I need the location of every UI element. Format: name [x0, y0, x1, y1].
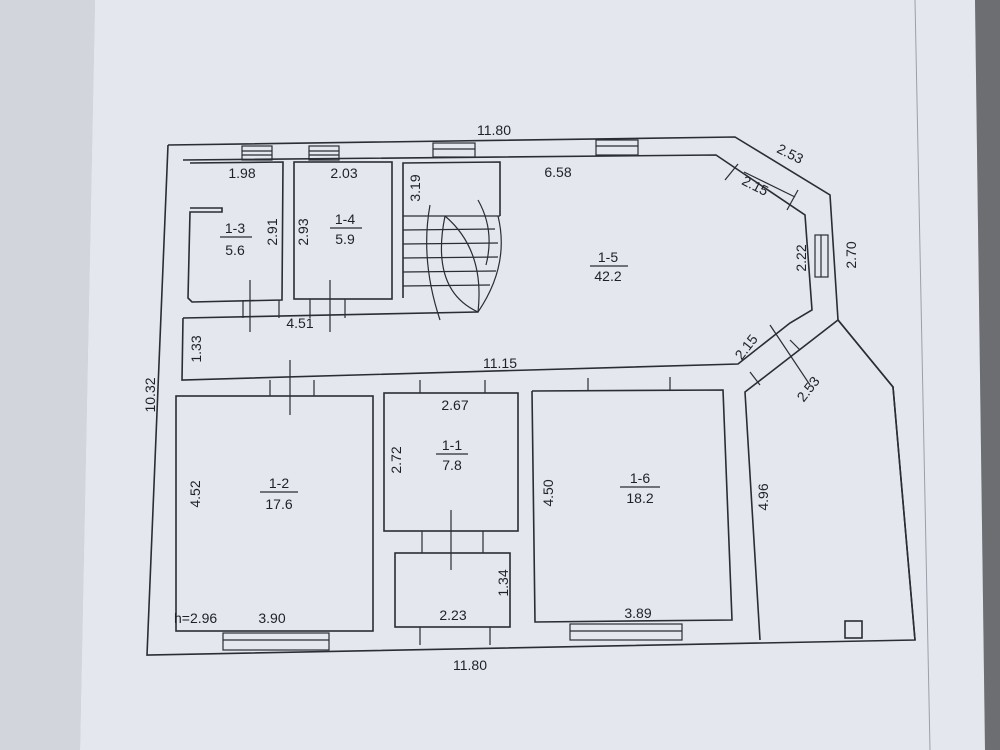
room-area: 42.2 [594, 268, 621, 284]
dim-corridor-width: 4.51 [286, 315, 313, 331]
room-id: 1-1 [442, 437, 462, 453]
room-area: 5.6 [225, 242, 245, 258]
staircase [402, 199, 502, 321]
dim-bay-inner-2: 2.22 [793, 244, 809, 271]
dim-top: 11.80 [477, 122, 511, 138]
dim-east-height: 4.96 [755, 483, 771, 510]
dim-1-6-width: 3.89 [624, 605, 651, 621]
dim-small-height: 1.34 [495, 569, 511, 596]
dim-corridor-height: 1.33 [188, 335, 204, 362]
walls [146, 136, 916, 656]
dim-stair: 3.19 [407, 174, 423, 201]
room-id: 1-6 [630, 470, 650, 486]
ceiling-height: h=2.96 [174, 610, 217, 626]
dim-1-4-height: 2.93 [295, 218, 311, 245]
paper-sheet [80, 0, 985, 750]
dim-bottom: 11.80 [453, 657, 487, 673]
windows-and-doors [222, 139, 829, 651]
room-id: 1-3 [225, 220, 245, 236]
dim-1-4-width: 2.03 [330, 165, 357, 181]
dim-1-1-height: 2.72 [388, 446, 404, 473]
room-labels: 1-3 5.6 1-4 5.9 1-5 42.2 1-2 17.6 1-1 7.… [220, 211, 660, 512]
paper-edge [0, 0, 95, 750]
room-area: 17.6 [265, 496, 292, 512]
dim-1-1-width: 2.67 [441, 397, 468, 413]
page-border [914, 0, 931, 750]
room-area: 18.2 [626, 490, 653, 506]
room-id: 1-4 [335, 211, 355, 227]
dim-1-3-width: 1.98 [228, 165, 255, 181]
dim-small-width: 2.23 [439, 607, 466, 623]
room-id: 1-2 [269, 475, 289, 491]
dim-1-5-width: 6.58 [544, 164, 571, 180]
dim-corridor-length: 11.15 [483, 355, 517, 371]
room-area: 7.8 [442, 457, 462, 473]
dim-1-3-height: 2.91 [264, 218, 280, 245]
dim-1-2-width: 3.90 [258, 610, 285, 626]
dim-bay-outer-2: 2.70 [843, 241, 859, 268]
room-id: 1-5 [598, 249, 618, 265]
dim-1-6-height: 4.50 [540, 479, 556, 506]
dark-edge [975, 0, 1000, 750]
dim-1-2-height: 4.52 [187, 480, 203, 507]
dim-left: 10.32 [142, 377, 158, 412]
room-area: 5.9 [335, 231, 355, 247]
